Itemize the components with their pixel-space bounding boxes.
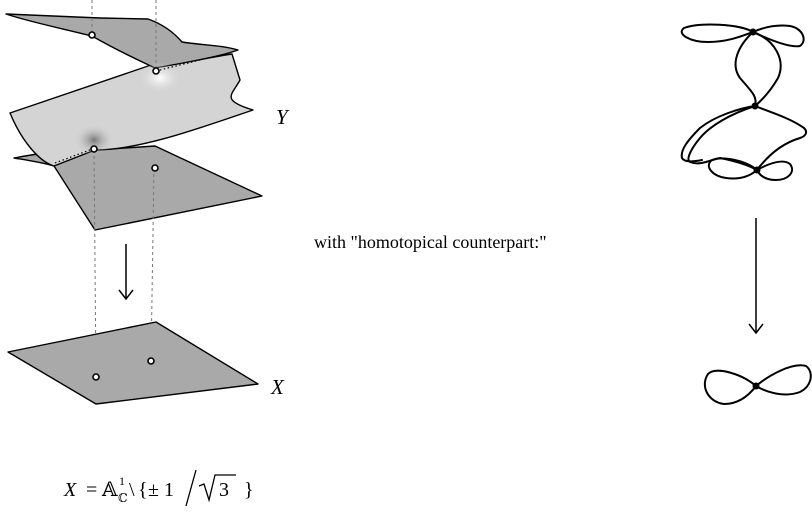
label-X: X [270,375,285,399]
strand-mid-detour [680,105,756,163]
formula-sqrt-arg: 3 [219,479,229,501]
branch-cut-middle [54,147,96,164]
base-space-X [7,321,259,405]
covering-space-Y [5,13,263,231]
homotopy-nodes-Y [749,28,761,174]
base-loop-left [703,369,757,405]
loop-bottom-right [756,160,794,181]
formula-X-definition: X = 𝔸 1 ℂ \ { ± 1 3 } [63,469,254,507]
sqrt-sign [198,474,236,503]
node-bottom [753,166,761,174]
fiber-lines [91,0,157,378]
node-top [749,28,757,36]
node-middle [751,102,759,110]
formula-affine: 𝔸 [101,479,118,501]
branch-glow-upper [138,62,182,94]
homotopy-graph-X [703,364,812,405]
loop-top-right [752,24,805,48]
projection-arrow-left [118,244,134,301]
homotopy-graph-Y [680,23,808,181]
point-x2 [147,357,155,365]
formula-open-brace: { [138,479,148,501]
loop-top-left [680,23,754,43]
formula-pm-one: ± 1 [148,479,174,501]
base-loop-right [755,364,812,396]
fiber-points-Y [88,31,160,172]
caption-text: with "homotopical counterpart:" [314,232,547,252]
sheet-base [7,321,259,405]
formula-lhs: X [63,479,77,501]
projection-arrow-right [748,218,764,335]
strand-top-to-mid-a [734,31,757,107]
point-y1 [88,31,96,39]
formula-setminus: \ [129,479,135,501]
point-y3 [90,145,98,153]
strand-top-to-mid-b [752,31,782,107]
point-y4 [151,164,159,172]
branch-shadow-middle [74,124,114,156]
formula-superscript: 1 [119,474,125,488]
point-x1 [92,373,100,381]
formula-eq: = [86,479,97,501]
formula-close-brace: } [244,479,254,501]
loop-bottom-left [707,157,758,180]
base-node [752,382,760,390]
strand-mid-to-bottom-right [754,105,808,171]
fraction-slash [185,469,197,507]
point-y2 [152,67,160,75]
formula-subscript: ℂ [118,491,128,505]
label-Y: Y [276,105,290,129]
